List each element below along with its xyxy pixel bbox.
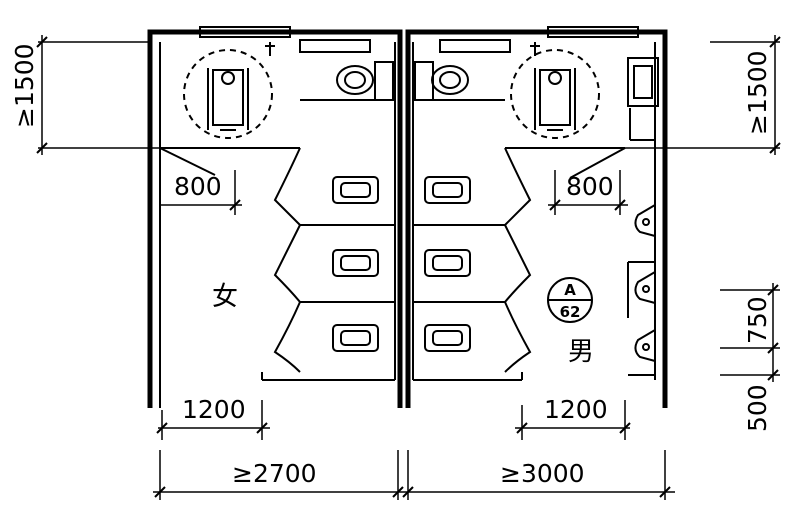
squat-pan (425, 325, 470, 351)
dim-urinal-spacing-text: 750 (743, 296, 772, 344)
dim-clear-right-text: 1200 (544, 395, 608, 424)
dim-clear-left-text: 1200 (182, 395, 246, 424)
squat-pan (333, 177, 378, 203)
urinals (628, 205, 655, 375)
room-label-male: 男 (568, 337, 594, 367)
dimension-clear-right: 1200 (515, 395, 630, 440)
squat-pan (333, 250, 378, 276)
dimension-top-left-depth: ≥1500 (10, 35, 230, 155)
reference-symbol-bottom: 62 (560, 303, 581, 321)
dimension-turn-right: 800 (548, 170, 628, 215)
wheelchair-icon-right (535, 68, 575, 130)
dim-left-width-text: ≥2700 (232, 459, 317, 488)
wheelchair-icon-left (208, 68, 248, 130)
window-right (548, 27, 638, 37)
dim-urinal-end-text: 500 (743, 384, 772, 432)
dim-top-left-depth-text: ≥1500 (10, 43, 39, 128)
dimension-turn-left: 800 (160, 170, 242, 215)
dimension-top-right-depth: ≥1500 (560, 35, 780, 155)
turning-circle-right (511, 50, 599, 138)
room-label-female: 女 (212, 282, 238, 312)
dim-top-right-depth-text: ≥1500 (743, 50, 772, 135)
dimension-urinals: 750 500 (720, 283, 780, 432)
dimension-clear-left: 1200 (157, 395, 270, 440)
cubicles-left (262, 148, 395, 380)
reference-symbol: A 62 (548, 278, 592, 322)
cubicles-right (413, 148, 530, 380)
dimension-overall: ≥2700 ≥3000 (153, 450, 675, 500)
wc-pan-left (337, 62, 393, 100)
wash-basin (628, 58, 658, 140)
accessible-cubicle-left (160, 40, 395, 175)
turning-circle-left (184, 50, 272, 138)
dim-right-width-text: ≥3000 (500, 459, 585, 488)
accessible-cubicle-right (413, 40, 625, 178)
window-left (200, 27, 290, 37)
dim-turn-right-text: 800 (566, 172, 614, 201)
squat-pan (425, 250, 470, 276)
wc-pan-right (415, 62, 468, 100)
dim-turn-left-text: 800 (174, 172, 222, 201)
squat-pan (333, 325, 378, 351)
squat-pan (425, 177, 470, 203)
reference-symbol-top: A (564, 281, 576, 299)
